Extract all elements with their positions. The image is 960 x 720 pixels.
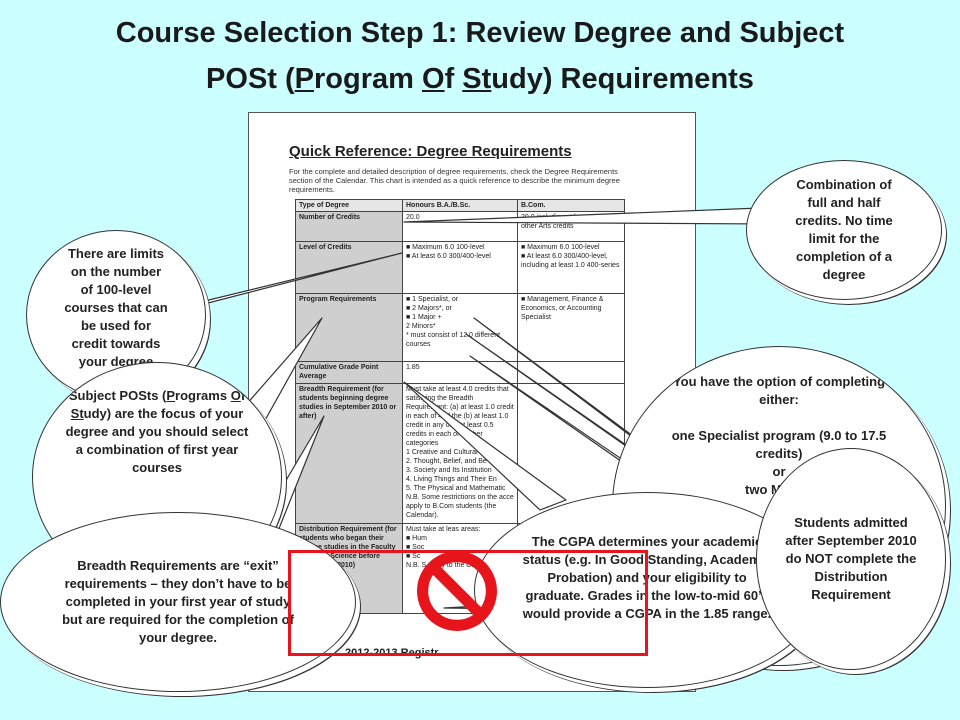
callout-distribution-text: Students admitted after September 2010 d…: [785, 515, 917, 602]
row-cell: ■ Maximum 6.0 100-level ■ At least 6.0 3…: [402, 241, 518, 294]
subject-o-underline: O: [230, 388, 241, 403]
subject-st-underline: St: [70, 406, 84, 421]
callout-course-levels-text: There are limits on the number of 100-le…: [64, 246, 168, 369]
callout-subject-posts-text: Subject POSts (Programs Of Study) are th…: [61, 387, 253, 477]
table-row: Cumulative Grade Point Average 1.85: [295, 361, 625, 384]
row-cell: Must take at least 4.0 credits that sati…: [402, 383, 518, 524]
column-header: Type of Degree: [295, 199, 403, 212]
title-udy: udy) Requirements: [491, 63, 754, 95]
slide-title: Course Selection Step 1: Review Degree a…: [0, 10, 960, 102]
subject-p-underline: P: [166, 388, 176, 403]
row-label: Cumulative Grade Point Average: [295, 361, 403, 384]
document-heading: Quick Reference: Degree Requirements: [289, 143, 572, 160]
title-st-underline: St: [462, 63, 492, 95]
row-cell: ■ Maximum 6.0 100-level ■ At least 6.0 3…: [517, 241, 625, 294]
table-row: Level of Credits ■ Maximum 6.0 100-level…: [295, 241, 625, 294]
row-cell: ■ Management, Finance & Economics, or Ac…: [517, 293, 625, 362]
slide-title-line-2: POSt (Program Of Study) Requirements: [0, 56, 960, 102]
subject-rograms: rograms: [175, 388, 231, 403]
column-header: B.Com.: [517, 199, 625, 212]
prohibited-icon: [417, 551, 497, 631]
title-o-underline: O: [422, 63, 445, 95]
callout-credits: Combination of full and half credits. No…: [746, 160, 942, 300]
row-label: Program Requirements: [295, 293, 403, 362]
row-label: Number of Credits: [295, 211, 403, 242]
document-intro: For the complete and detailed descriptio…: [289, 167, 620, 194]
row-label: Level of Credits: [295, 241, 403, 294]
row-cell: 1.85: [402, 361, 518, 384]
distribution-highlight-box: [288, 550, 648, 656]
title-post-prefix: POSt (: [206, 63, 295, 95]
table-header-row: Type of Degree Honours B.A./B.Sc. B.Com.: [295, 199, 625, 212]
subject-f: f: [240, 388, 246, 403]
callout-distribution: Students admitted after September 2010 d…: [756, 448, 946, 670]
callout-breadth-text: Breadth Requirements are “exit” requirem…: [62, 558, 294, 645]
title-p-underline: P: [294, 63, 315, 95]
callout-breadth: Breadth Requirements are “exit” requirem…: [0, 512, 356, 692]
row-cell: [517, 361, 625, 384]
row-cell: ■ 1 Specialist, or ■ 2 Majors*, or ■ 1 M…: [402, 293, 518, 362]
row-cell: 20.0 including at least 10.0 other Arts …: [517, 211, 625, 242]
table-row: Number of Credits 20.0 20.0 including at…: [295, 211, 625, 242]
column-header: Honours B.A./B.Sc.: [402, 199, 518, 212]
subject-pre: Subject POSts (: [68, 388, 167, 403]
callout-credits-text: Combination of full and half credits. No…: [795, 177, 893, 282]
slide-title-line-1: Course Selection Step 1: Review Degree a…: [115, 17, 845, 49]
subject-post: udy) are the focus of your degree and yo…: [65, 406, 249, 475]
row-cell: 20.0: [402, 211, 518, 242]
title-rogram: rogram: [314, 63, 422, 95]
row-label: Breadth Requirement (for students beginn…: [295, 383, 403, 524]
table-row: Program Requirements ■ 1 Specialist, or …: [295, 293, 625, 362]
title-f: f: [444, 63, 463, 95]
